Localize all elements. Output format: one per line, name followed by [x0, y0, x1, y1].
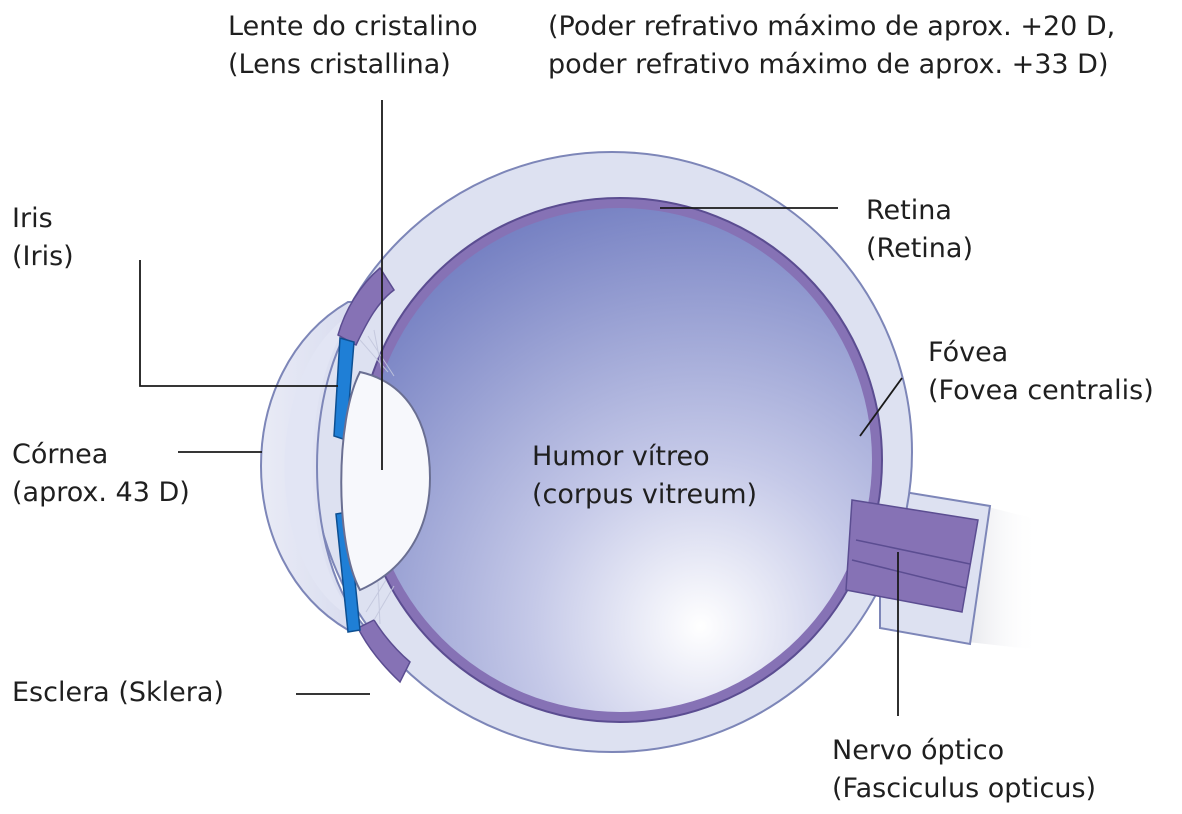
iris-label: Iris (Iris)	[12, 200, 74, 276]
iris-label-line1: Iris	[12, 200, 74, 238]
sclera-label-line1: Esclera (Sklera)	[12, 674, 224, 712]
cornea-label: Córnea (aprox. 43 D)	[12, 436, 190, 512]
fovea-label-line2: (Fovea centralis)	[928, 372, 1154, 410]
fovea-label-line1: Fóvea	[928, 334, 1154, 372]
optic-nerve-label: Nervo óptico (Fasciculus opticus)	[832, 732, 1096, 808]
lens-label-line1: Lente do cristalino	[228, 8, 478, 46]
cornea-label-line1: Córnea	[12, 436, 190, 474]
lens-label-line2: (Lens cristallina)	[228, 46, 478, 84]
optic-nerve-label-line2: (Fasciculus opticus)	[832, 770, 1096, 808]
fovea-label: Fóvea (Fovea centralis)	[928, 334, 1154, 410]
iris-label-line2: (Iris)	[12, 238, 74, 276]
optic-nerve-label-line1: Nervo óptico	[832, 732, 1096, 770]
retina-label-line1: Retina	[866, 192, 973, 230]
vitreous-label-line1: Humor vítreo	[532, 438, 757, 476]
lens-label: Lente do cristalino (Lens cristallina)	[228, 8, 478, 84]
retina-label: Retina (Retina)	[866, 192, 973, 268]
refractive-power-line1: (Poder refrativo máximo de aprox. +20 D,	[548, 8, 1115, 46]
retina-label-line2: (Retina)	[866, 230, 973, 268]
vitreous-label-line2: (corpus vitreum)	[532, 476, 757, 514]
vitreous-label: Humor vítreo (corpus vitreum)	[532, 438, 757, 514]
refractive-power-label: (Poder refrativo máximo de aprox. +20 D,…	[548, 8, 1115, 84]
cornea-label-line2: (aprox. 43 D)	[12, 474, 190, 512]
sclera-label: Esclera (Sklera)	[12, 674, 224, 712]
refractive-power-line2: poder refrativo máximo de aprox. +33 D)	[548, 46, 1115, 84]
